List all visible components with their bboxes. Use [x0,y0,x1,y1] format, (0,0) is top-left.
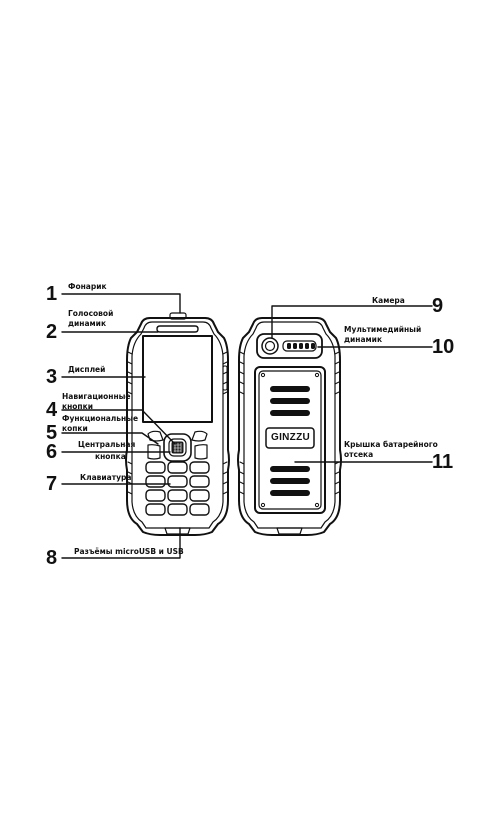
label-nav-keys-line2: кнопки [62,402,93,411]
leader-lines [61,293,433,559]
callout-number-8: 8 [46,547,58,569]
phone-back [237,317,342,536]
label-speaker-line2: динамик [344,335,383,344]
label-battery-cover-line2: отсека [344,450,374,459]
label-function-keys-line1: Функциональные [62,414,139,423]
label-function-keys-line2: копки [62,424,88,433]
callout-number-4: 4 [46,399,58,421]
callout-number-7: 7 [46,473,58,495]
label-battery-cover-line1: Крышка батарейного [344,440,438,449]
callout-number-5: 5 [46,422,58,444]
label-speaker-line1: Мультимедийный [344,325,422,334]
label-earpiece-line1: Голосовой [68,309,114,318]
callout-number-3: 3 [46,366,58,388]
label-ports: Разъёмы microUSB и USB [74,547,184,556]
callout-number-6: 6 [46,441,58,463]
callout-number-2: 2 [46,321,58,343]
phone-front [125,312,230,536]
label-flashlight: Фонарик [68,282,107,291]
label-center-key-line1: Центральная [78,440,136,449]
label-keypad: Клавиатура [80,473,132,482]
callout-number-1: 1 [46,283,58,305]
callout-number-11: 11 [432,451,454,473]
label-earpiece-line2: динамик [68,319,107,328]
label-center-key-line2: кнопка [95,452,126,461]
callout-number-10: 10 [432,336,455,358]
callout-number-9: 9 [432,295,444,317]
label-display: Дисплей [68,365,106,374]
label-nav-keys-line1: Навигационные [62,392,131,401]
label-camera: Камера [372,296,405,305]
brand-logo: GINZZU [271,432,311,443]
